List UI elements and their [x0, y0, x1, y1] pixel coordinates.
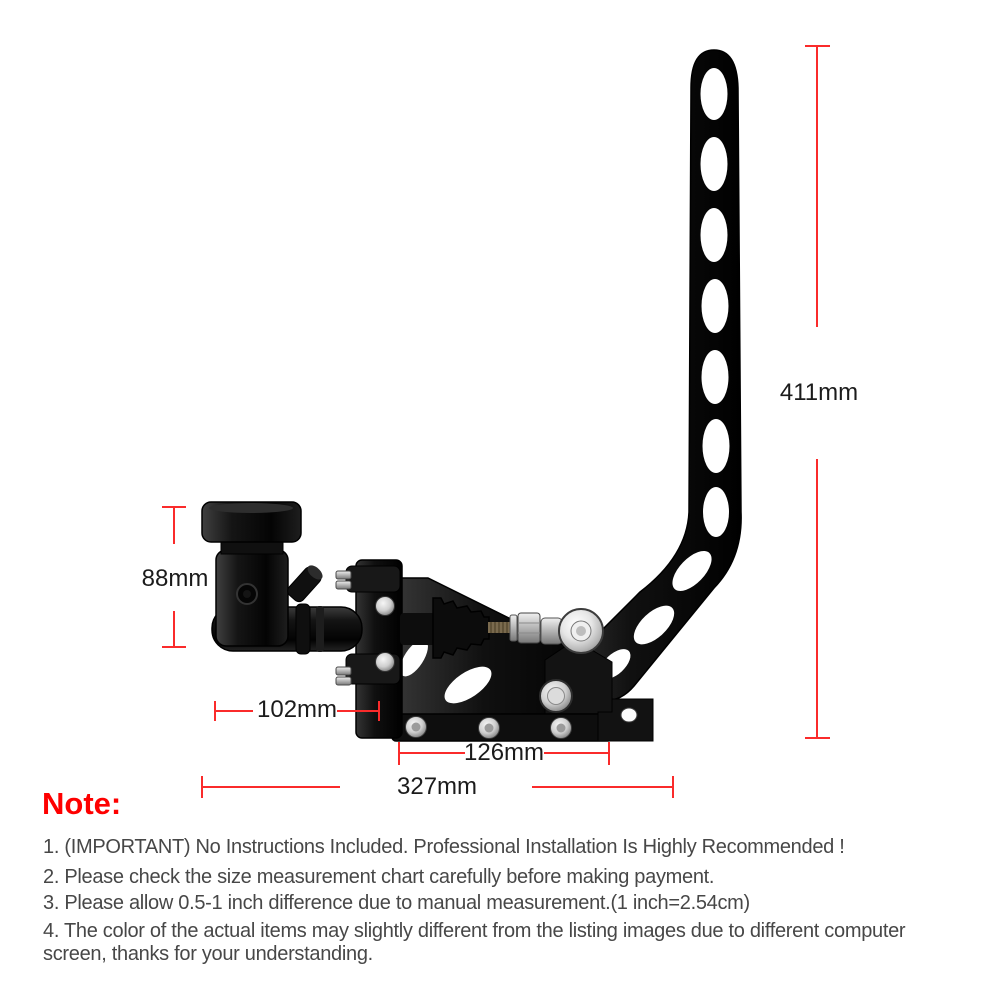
screws: [375, 596, 573, 739]
fluid-reservoir: [201, 501, 323, 647]
handbrake-lever: [557, 49, 742, 702]
lever-holes: [599, 68, 730, 679]
dust-boot: [432, 597, 490, 659]
bleed-fitting: [287, 565, 323, 603]
rod-end-bearing: [558, 608, 604, 654]
adjuster-rod: [488, 612, 563, 645]
